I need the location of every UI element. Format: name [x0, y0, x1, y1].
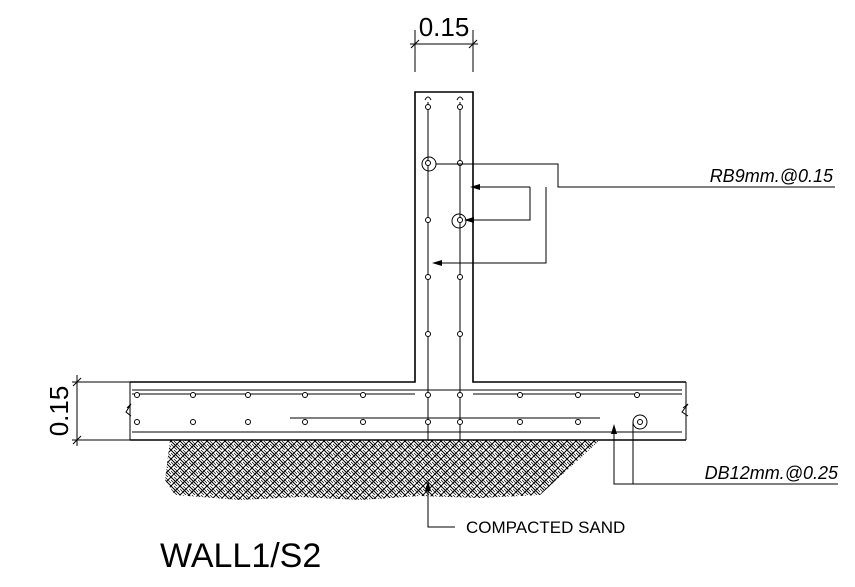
wall-rebar-lines [424, 96, 464, 440]
wall-bars [421, 104, 467, 425]
slab-bars [134, 392, 648, 430]
drawing-title: WALL1/S2 [160, 537, 321, 575]
slab-thickness-dimension: 0.15 [44, 375, 130, 446]
wall-rebar-leader [432, 163, 835, 266]
concrete-outline [125, 91, 689, 441]
sand-leader [425, 481, 455, 528]
slab-rebar-note: DB12mm.@0.25 [705, 463, 839, 483]
slab-rebar-leader [611, 422, 838, 485]
wall-thickness-label: 0.15 [419, 12, 470, 42]
wall-rebar-note: RB9mm.@0.15 [710, 166, 834, 186]
slab-thickness-label: 0.15 [44, 386, 74, 437]
compacted-sand-hatch [165, 439, 600, 500]
slab-rebar-lines [132, 389, 682, 433]
compacted-sand-note: COMPACTED SAND [466, 518, 625, 537]
wall-thickness-dimension: 0.15 [410, 12, 478, 72]
